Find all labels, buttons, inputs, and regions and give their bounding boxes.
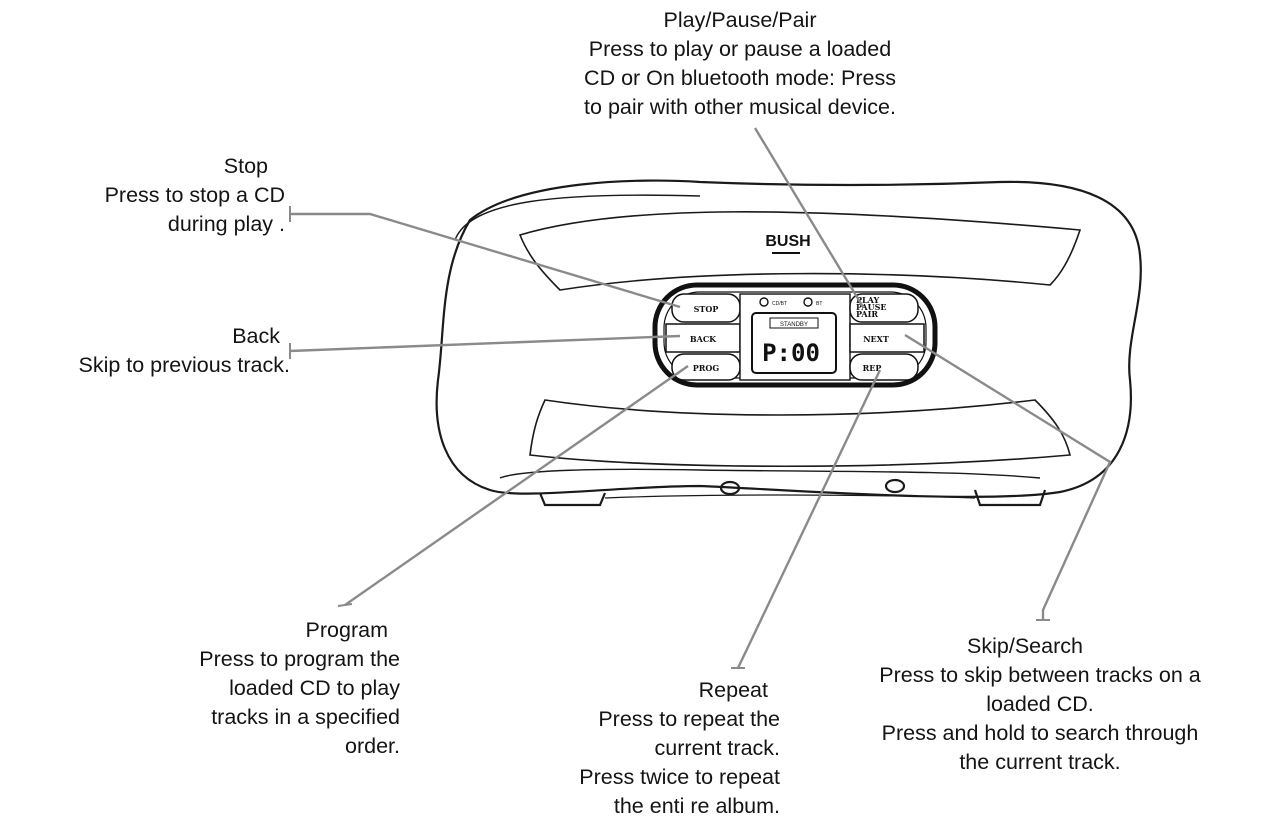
stop-button[interactable]: STOP — [671, 293, 741, 323]
callout-play-pause-pair-title: Play/Pause/Pair — [663, 8, 817, 32]
svg-text:BACK: BACK — [690, 334, 717, 344]
svg-text:STOP: STOP — [694, 304, 719, 314]
bt-indicator-label: BT — [816, 301, 822, 307]
callout-back-title: Back — [232, 324, 280, 348]
callout-repeat-title: Repeat — [698, 678, 768, 702]
callout-program: Program Press to program the loaded CD t… — [120, 616, 400, 761]
svg-text:PLAY: PLAY — [856, 295, 879, 305]
callout-repeat-line-2: current track. — [654, 736, 780, 760]
callout-play-pause-pair-line-1: Press to play or pause a loaded — [588, 37, 892, 61]
callout-repeat-line-4: the enti re album. — [613, 794, 780, 818]
callout-play-pause-pair-line-3: to pair with other musical device. — [584, 95, 896, 119]
leader-back — [289, 334, 681, 353]
callout-program-line-1: Press to program the — [199, 647, 400, 671]
svg-text:PAIR: PAIR — [856, 309, 878, 319]
callout-stop-line-1: Press to stop a CD — [104, 183, 285, 207]
player-body — [435, 179, 1142, 507]
lcd-top-text: STANDBY — [780, 322, 808, 328]
svg-text:PAUSE: PAUSE — [856, 302, 887, 312]
callout-repeat-line-3: Press twice to repeat — [579, 765, 780, 789]
display-area: CD/BT BT STANDBY P:00 — [739, 293, 851, 381]
callout-skip-search-title: Skip/Search — [967, 634, 1083, 658]
leader-lines — [289, 127, 1112, 669]
svg-text:PROG: PROG — [693, 363, 720, 373]
repeat-button[interactable]: REP — [849, 353, 919, 381]
callout-repeat: Repeat Press to repeat the current track… — [470, 676, 780, 821]
leader-play-pause-pair — [753, 127, 865, 308]
brand-logo: BUSH — [765, 233, 810, 250]
callout-repeat-line-1: Press to repeat the — [598, 707, 780, 731]
callout-program-title: Program — [305, 618, 388, 642]
control-panel: STOP BACK PROG CD/BT BT STANDBY P:00 PLA… — [652, 282, 938, 388]
callout-stop: Stop Press to stop a CD during play . — [10, 152, 285, 239]
callout-program-line-2: loaded CD to play — [229, 676, 400, 700]
callout-play-pause-pair-line-2: CD or On bluetooth mode: Press — [584, 66, 896, 90]
callout-skip-search-line-1: Press to skip between tracks on a — [879, 663, 1201, 687]
callout-program-line-3: tracks in a specified — [211, 705, 400, 729]
cd-indicator-label: CD/BT — [772, 301, 787, 307]
lcd-readout: P:00 — [762, 339, 820, 367]
callout-stop-line-2: during play . — [167, 212, 285, 236]
callout-program-line-4: order. — [345, 734, 400, 758]
play-pause-pair-button[interactable]: PLAY PAUSE PAIR — [849, 293, 919, 323]
svg-text:NEXT: NEXT — [863, 334, 889, 344]
next-button[interactable]: NEXT — [849, 323, 925, 353]
leader-stop — [290, 212, 681, 309]
callout-skip-search: Skip/Search Press to skip between tracks… — [820, 632, 1260, 777]
callout-skip-search-line-4: the current track. — [959, 750, 1121, 774]
callout-stop-title: Stop — [223, 154, 268, 178]
leader-skip-search — [904, 333, 1112, 620]
leader-repeat — [736, 369, 882, 669]
back-button[interactable]: BACK — [665, 323, 741, 353]
callout-skip-search-line-2: loaded CD. — [986, 692, 1094, 716]
callout-back: Back Skip to previous track. — [5, 322, 290, 380]
callout-play-pause-pair: Play/Pause/Pair Press to play or pause a… — [520, 6, 960, 122]
callout-skip-search-line-3: Press and hold to search through — [881, 721, 1199, 745]
svg-text:REP: REP — [863, 363, 882, 373]
callout-back-line-1: Skip to previous track. — [78, 353, 290, 377]
program-button[interactable]: PROG — [671, 353, 741, 381]
leader-program — [344, 365, 689, 606]
